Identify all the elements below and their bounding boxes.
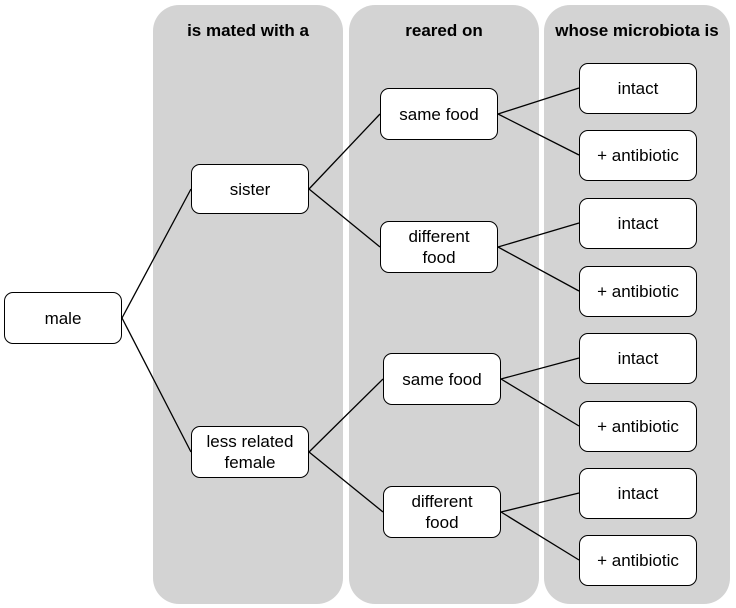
node-same-food-1-label: same food: [399, 104, 479, 124]
node-different-food-2-line1: different: [411, 492, 473, 511]
node-less-related-female: less related female: [191, 426, 309, 478]
edge-same-food-1-intact-1: [497, 87, 580, 115]
edge-different-food-1-antibiotic-2: [497, 246, 580, 292]
column-mate: is mated with a: [153, 5, 343, 604]
node-antibiotic-4-label: + antibiotic: [597, 551, 679, 570]
node-antibiotic-2: + antibiotic: [579, 266, 697, 317]
node-intact-4: intact: [579, 468, 697, 519]
edge-sister-same-food-1: [308, 113, 381, 190]
edge-same-food-2-antibiotic-3: [500, 378, 580, 427]
edge-different-food-1-intact-2: [497, 222, 580, 248]
node-intact-1: intact: [579, 63, 697, 114]
node-antibiotic-4: + antibiotic: [579, 535, 697, 586]
edge-less-related-same-food-2: [308, 378, 384, 453]
node-same-food-2: same food: [383, 353, 501, 405]
edge-less-related-different-food-2: [308, 451, 384, 513]
node-different-food-2: different food: [383, 486, 501, 538]
node-different-food-2-line2: food: [425, 513, 459, 532]
node-intact-2: intact: [579, 198, 697, 249]
node-sister: sister: [191, 164, 309, 214]
edge-male-less-related: [121, 317, 192, 453]
node-less-related-label-line1: less related: [206, 432, 294, 451]
column-header-mate: is mated with a: [187, 21, 309, 40]
node-sister-label: sister: [229, 179, 271, 199]
node-antibiotic-1: + antibiotic: [579, 130, 697, 181]
node-different-food-1: different food: [380, 221, 498, 273]
edge-same-food-1-antibiotic-1: [497, 113, 580, 156]
node-intact-1-label: intact: [617, 79, 659, 98]
node-same-food-2-label: same food: [402, 369, 482, 389]
edge-sister-different-food-1: [308, 188, 381, 248]
node-less-related-label-line2: female: [224, 453, 276, 472]
node-intact-2-label: intact: [617, 214, 659, 233]
node-different-food-1-line1: different: [408, 227, 470, 246]
column-header-microbiota: whose microbiota is: [555, 21, 719, 40]
node-antibiotic-3-label: + antibiotic: [597, 417, 679, 436]
node-antibiotic-3: + antibiotic: [579, 401, 697, 452]
node-intact-4-label: intact: [617, 484, 659, 503]
node-intact-3: intact: [579, 333, 697, 384]
column-header-food: reared on: [405, 21, 483, 40]
edge-male-sister: [121, 188, 192, 319]
node-same-food-1: same food: [380, 88, 498, 140]
node-male-label: male: [44, 308, 82, 328]
edge-different-food-2-antibiotic-4: [500, 511, 580, 561]
node-intact-3-label: intact: [617, 349, 659, 368]
node-different-food-1-line2: food: [422, 248, 456, 267]
edge-different-food-2-intact-4: [500, 492, 580, 513]
edge-same-food-2-intact-3: [500, 357, 580, 380]
node-antibiotic-2-label: + antibiotic: [597, 282, 679, 301]
node-male: male: [4, 292, 122, 344]
node-antibiotic-1-label: + antibiotic: [597, 146, 679, 165]
